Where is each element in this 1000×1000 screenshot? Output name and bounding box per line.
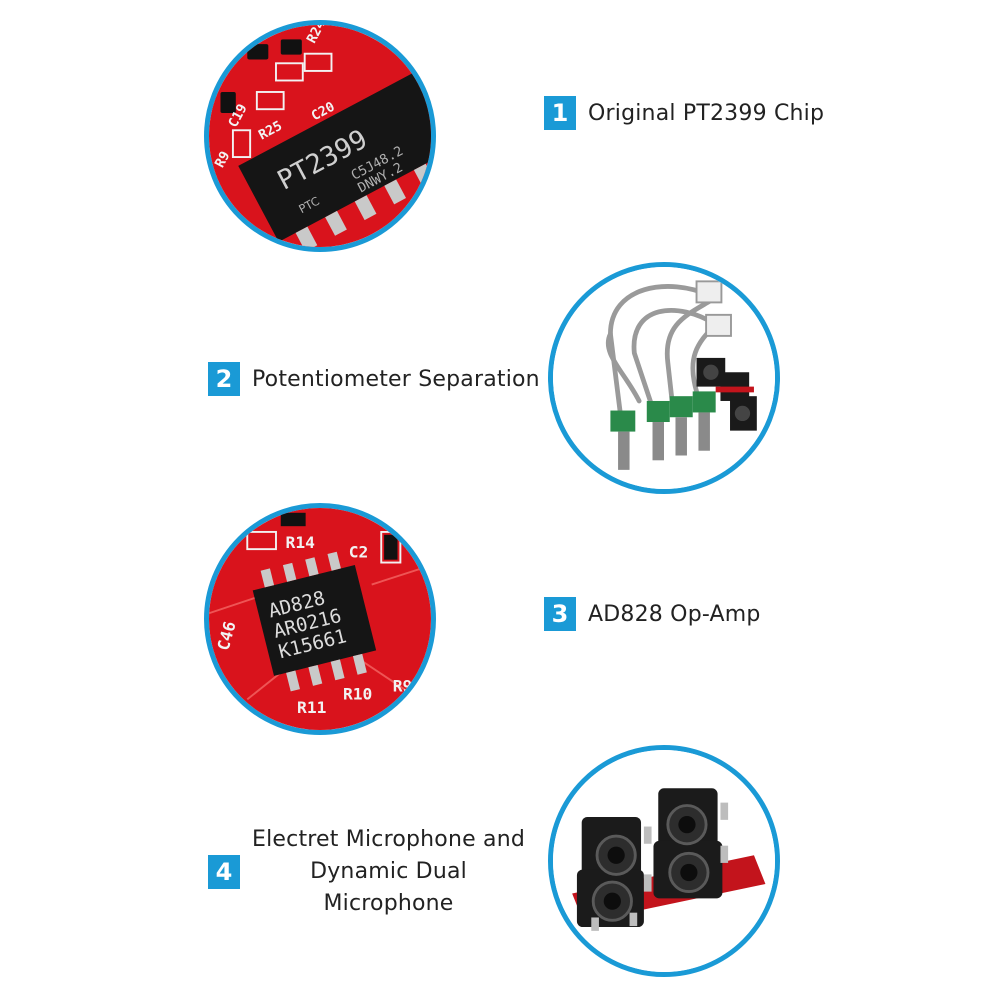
feature-number-badge: 2	[208, 362, 240, 396]
dual-audio-jacks-image	[553, 750, 775, 972]
silkscreen-c2: C2	[349, 543, 369, 562]
silkscreen-r11: R11	[297, 698, 326, 717]
feature-number-badge: 3	[544, 597, 576, 631]
silkscreen-r14: R14	[286, 533, 316, 552]
potentiometer-cables-image	[553, 267, 775, 489]
ad828-opamp-image: AD828 AR0216 K15661 R14 C2 R11 R10 R9 C4…	[209, 508, 431, 730]
feature-1: 1 Original PT2399 Chip	[544, 96, 824, 130]
silkscreen-r9: R9	[393, 677, 413, 696]
feature-label: Original PT2399 Chip	[588, 100, 825, 126]
feature-4: 4 Electret Microphone and Dynamic Dual M…	[208, 824, 525, 920]
feature-2: 2 Potentiometer Separation	[208, 362, 540, 396]
ad828-opamp-photo: AD828 AR0216 K15661 R14 C2 R11 R10 R9 C4…	[204, 503, 436, 735]
feature-label: Potentiometer Separation	[252, 366, 540, 392]
feature-number-badge: 4	[208, 855, 240, 889]
potentiometer-cables-photo	[548, 262, 780, 494]
feature-label: AD828 Op-Amp	[588, 601, 761, 627]
silkscreen-r10: R10	[343, 684, 372, 703]
pt2399-chip-photo: PT2399 C5J48.2 DNWY.2 PTC R24 C20 R25 C1…	[204, 20, 436, 252]
feature-label-line: Electret Microphone and	[252, 827, 526, 852]
feature-label: Electret Microphone and Dynamic Dual Mic…	[252, 824, 525, 920]
pt2399-chip-image: PT2399 C5J48.2 DNWY.2 PTC R24 C20 R25 C1…	[209, 25, 431, 247]
feature-3: 3 AD828 Op-Amp	[544, 597, 761, 631]
feature-label-line: Microphone	[323, 891, 454, 916]
silkscreen-r9: R9	[213, 149, 234, 170]
feature-number-badge: 1	[544, 96, 576, 130]
feature-label-line: Dynamic Dual	[310, 859, 467, 884]
dual-audio-jacks-photo	[548, 745, 780, 977]
